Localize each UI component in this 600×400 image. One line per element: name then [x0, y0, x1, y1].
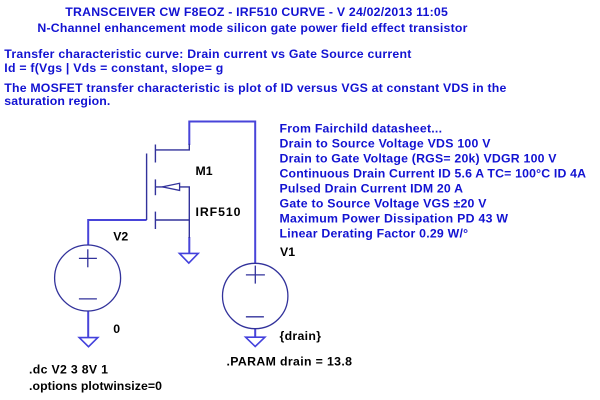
svg-text:Linear Derating Factor 0.29 W/: Linear Derating Factor 0.29 W/° — [280, 227, 469, 241]
svg-text:Id = f(Vgs | Vds = constant, s: Id = f(Vgs | Vds = constant, slope= g — [4, 61, 223, 75]
svg-text:N-Channel enhancement mode sil: N-Channel enhancement mode silicon gate … — [37, 21, 467, 35]
svg-text:IRF510: IRF510 — [196, 205, 241, 219]
svg-text:Gate to Source Voltage VGS ±20: Gate to Source Voltage VGS ±20 V — [280, 197, 488, 211]
svg-text:V2: V2 — [113, 229, 128, 243]
svg-text:.PARAM drain = 13.8: .PARAM drain = 13.8 — [227, 355, 353, 369]
svg-text:The MOSFET transfer characteri: The MOSFET transfer characteristic is pl… — [4, 81, 506, 95]
svg-text:Continuous Drain Current ID 5.: Continuous Drain Current ID 5.6 A TC= 10… — [280, 167, 587, 181]
svg-text:Maximum Power Dissipation PD 4: Maximum Power Dissipation PD 43 W — [280, 212, 509, 226]
svg-text:Transfer characteristic curve:: Transfer characteristic curve: Drain cur… — [4, 47, 411, 61]
svg-text:{drain}: {drain} — [280, 329, 322, 343]
svg-text:.options plotwinsize=0: .options plotwinsize=0 — [29, 379, 162, 393]
svg-text:saturation region.: saturation region. — [4, 94, 110, 108]
svg-text:Drain to Gate Voltage (RGS= 20: Drain to Gate Voltage (RGS= 20k) VDGR 10… — [280, 152, 558, 166]
svg-text:TRANSCEIVER CW F8EOZ - IRF510: TRANSCEIVER CW F8EOZ - IRF510 CURVE - V … — [65, 5, 448, 19]
svg-text:0: 0 — [113, 322, 120, 336]
svg-text:From Fairchild datasheet...: From Fairchild datasheet... — [280, 122, 443, 136]
svg-text:Pulsed Drain Current IDM 20 A: Pulsed Drain Current IDM 20 A — [280, 182, 464, 196]
svg-text:.dc V2 3 8V 1: .dc V2 3 8V 1 — [29, 363, 108, 377]
svg-text:M1: M1 — [196, 164, 213, 178]
svg-text:Drain to Source Voltage VDS 10: Drain to Source Voltage VDS 100 V — [280, 137, 492, 151]
svg-text:V1: V1 — [280, 245, 295, 259]
